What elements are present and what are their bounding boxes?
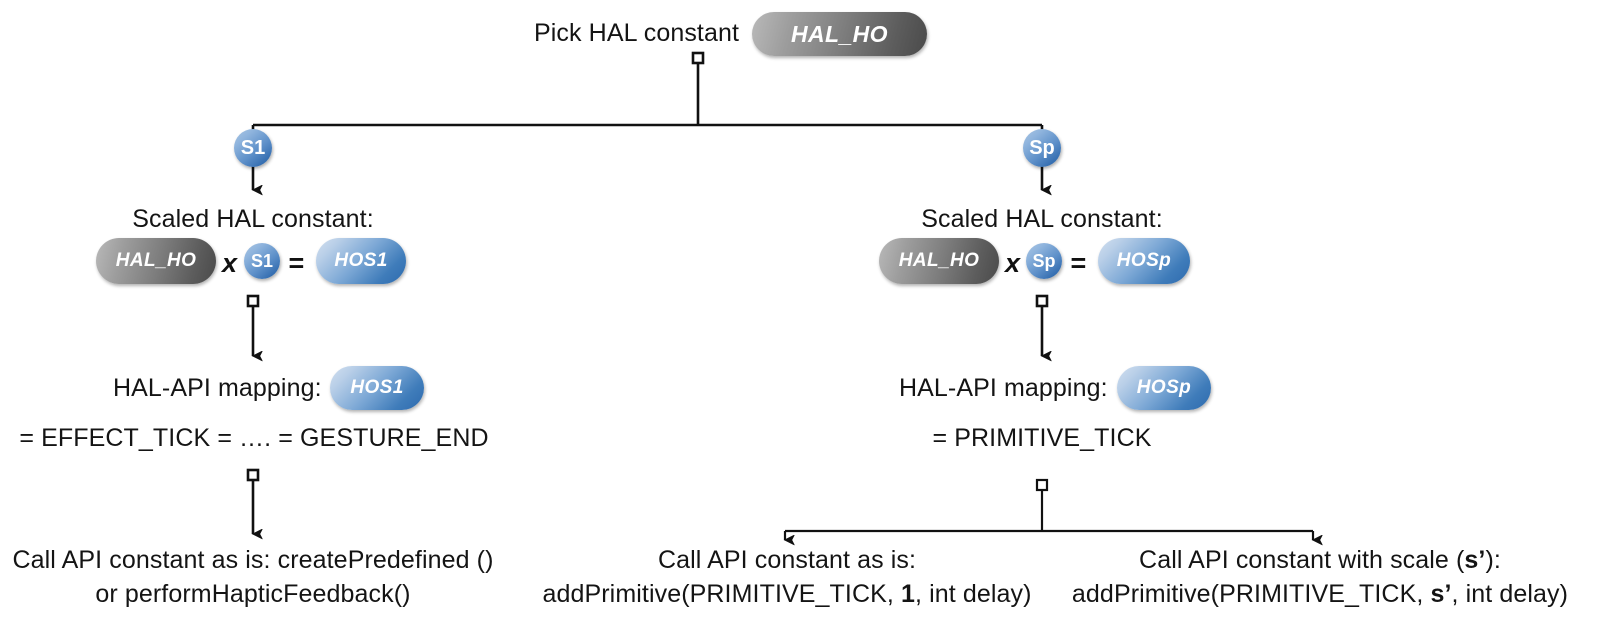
right-leaf-left-line2-pre: addPrimitive(PRIMITIVE_TICK, bbox=[542, 580, 901, 608]
left-operator-equals: = bbox=[288, 248, 304, 278]
right-leaf-right-line1: Call API constant with scale (s’): bbox=[1139, 546, 1501, 575]
left-mapping-pill-hos1[interactable]: HOS1 bbox=[330, 366, 424, 410]
right-leaf-right-line2-bold: s’ bbox=[1430, 580, 1452, 608]
right-operand-hal-ho[interactable]: HAL_HO bbox=[879, 238, 999, 284]
left-operand-s1[interactable]: S1 bbox=[244, 243, 280, 279]
left-operator-times: x bbox=[222, 248, 238, 278]
root-pill-hal-ho[interactable]: HAL_HO bbox=[752, 12, 927, 56]
right-operator-times: x bbox=[1005, 248, 1021, 278]
right-leaf-left-line2-post: , int delay) bbox=[915, 580, 1032, 608]
left-result-hos1[interactable]: HOS1 bbox=[316, 238, 406, 284]
left-scaled-label: Scaled HAL constant: bbox=[132, 205, 374, 233]
right-leaf-right-line1-post: ): bbox=[1485, 546, 1501, 574]
right-mapping-pill-hosp[interactable]: HOSp bbox=[1117, 366, 1211, 410]
left-operand-hal-ho[interactable]: HAL_HO bbox=[96, 238, 216, 284]
branch-circle-s1[interactable]: S1 bbox=[234, 129, 272, 167]
right-operator-equals: = bbox=[1070, 248, 1086, 278]
right-mapping-value: = PRIMITIVE_TICK bbox=[932, 424, 1152, 452]
right-leaf-right-line2-post: , int delay) bbox=[1451, 580, 1569, 608]
right-leaf-right-line1-bold: s’ bbox=[1464, 546, 1486, 574]
left-mapping-label: HAL-API mapping: bbox=[113, 374, 322, 402]
right-leaf-right-line2-pre: addPrimitive(PRIMITIVE_TICK, bbox=[1071, 580, 1431, 608]
right-leaf-left-line1: Call API constant as is: bbox=[657, 546, 917, 574]
left-mapping-value: = EFFECT_TICK = …. = GESTURE_END bbox=[19, 424, 489, 452]
right-leaf-left-line2-bold: 1 bbox=[900, 580, 915, 608]
right-mapping-label: HAL-API mapping: bbox=[899, 374, 1108, 402]
right-leaf-right-line2: addPrimitive(PRIMITIVE_TICK, s’, int del… bbox=[1072, 580, 1568, 609]
right-leaf-left-line2: addPrimitive(PRIMITIVE_TICK, 1, int dela… bbox=[542, 580, 1031, 609]
right-result-hosp[interactable]: HOSp bbox=[1098, 238, 1190, 284]
root-label: Pick HAL constant bbox=[534, 19, 740, 47]
right-leaf-right-line1-pre: Call API constant with scale ( bbox=[1139, 546, 1465, 574]
left-leaf-line2: or performHapticFeedback() bbox=[95, 580, 411, 608]
left-leaf-line1: Call API constant as is: createPredefine… bbox=[12, 546, 494, 574]
branch-circle-sp[interactable]: Sp bbox=[1023, 129, 1061, 167]
right-scaled-label: Scaled HAL constant: bbox=[921, 205, 1163, 233]
right-operand-sp[interactable]: Sp bbox=[1026, 243, 1062, 279]
